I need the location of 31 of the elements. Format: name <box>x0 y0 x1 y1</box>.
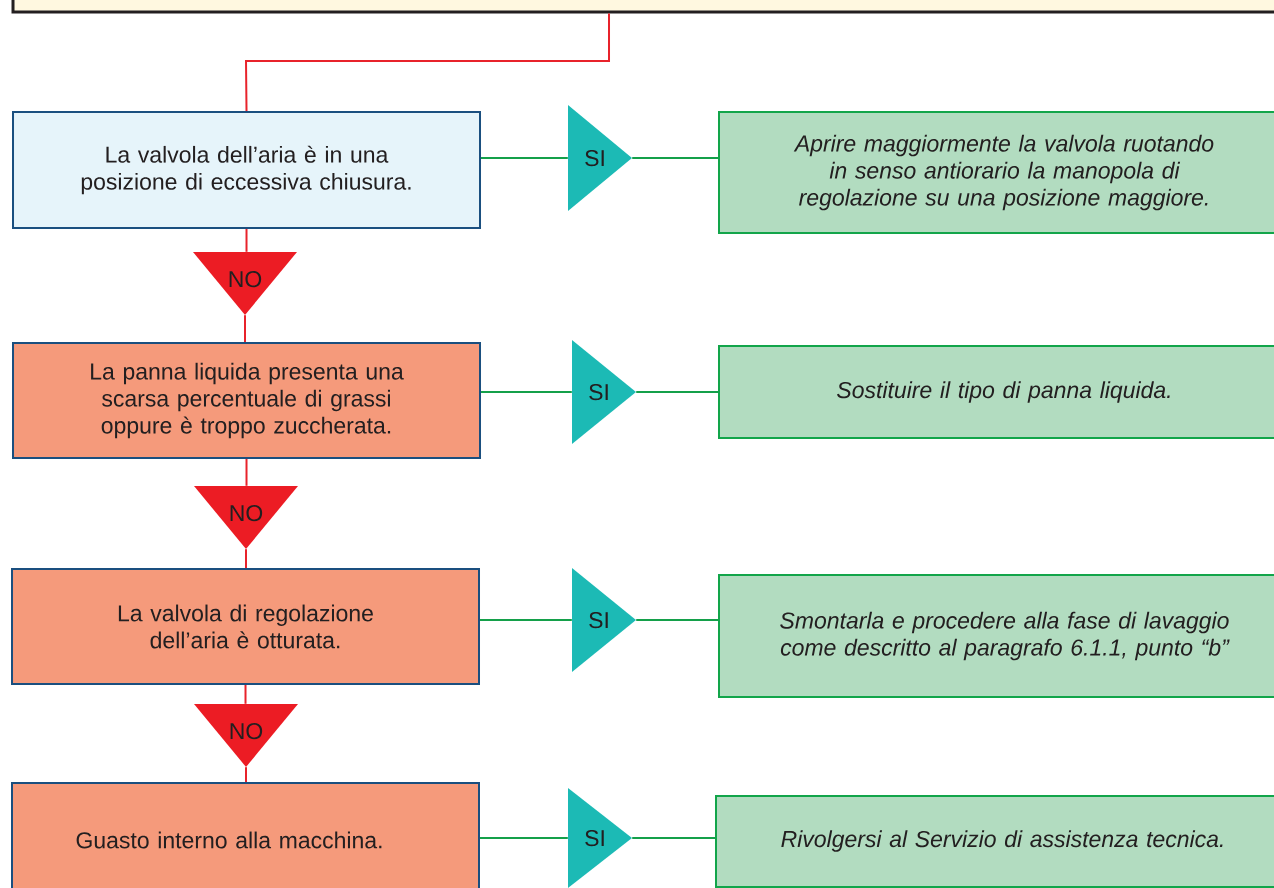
yes-triangle: SI <box>572 340 636 444</box>
connector-line <box>635 619 719 621</box>
answer-box: Rivolgersi al Servizio di assistenza tecnica. <box>715 795 1274 888</box>
connector-line <box>245 458 248 487</box>
yes-triangle: SI <box>572 568 636 672</box>
connector-line <box>480 391 573 393</box>
question-box: La valvola di regolazione dell’aria è otturata. <box>11 568 480 685</box>
connector-line <box>479 837 569 839</box>
no-triangle: NO <box>194 704 298 767</box>
question-box: La valvola dell’aria è in una posizione di eccessiva chiusura. <box>12 111 481 229</box>
connector-line <box>479 619 573 621</box>
connector-line <box>245 12 610 112</box>
connector-line <box>244 314 246 343</box>
connector-line <box>631 157 719 159</box>
no-triangle: NO <box>193 252 297 315</box>
yes-triangle: SI <box>568 788 632 888</box>
connector-line <box>244 684 247 705</box>
connector-line <box>631 837 716 839</box>
box-panel <box>11 0 1274 14</box>
question-box: Guasto interno alla macchina. <box>11 782 480 888</box>
answer-box: Smontarla e procedere alla fase di lavaggio come descritto al paragrafo 6.1.1, punto “b” <box>718 574 1274 698</box>
answer-box: Sostituire il tipo di panna liquida. <box>718 345 1274 439</box>
connector-line <box>245 228 248 253</box>
connector-line <box>245 548 247 569</box>
connector-line <box>480 157 569 159</box>
connector-line <box>635 391 719 393</box>
yes-triangle: SI <box>568 105 632 211</box>
connector-line <box>245 766 247 783</box>
answer-box: Aprire maggiormente la valvola ruotando in senso antiorario la manopola di regolazione su una posizione maggiore. <box>718 111 1274 234</box>
question-box: La panna liquida presenta una scarsa percentuale di grassi oppure è troppo zuccherata. <box>12 342 481 459</box>
no-triangle: NO <box>194 486 298 549</box>
